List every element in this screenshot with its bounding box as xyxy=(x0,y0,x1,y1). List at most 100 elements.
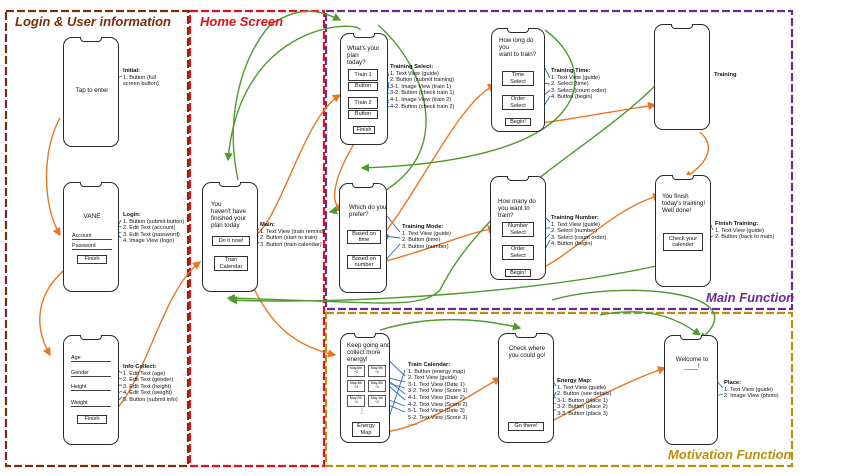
navigation-flows-green xyxy=(224,10,716,341)
annotation-title: Training Select: xyxy=(390,64,434,70)
annotation-title: Training Number: xyxy=(551,215,599,221)
training-select-screen: What's your plan today? Train 1 Button T… xyxy=(340,33,388,145)
do-it-now-button[interactable]: Do it now! xyxy=(212,236,250,246)
energy-map-button[interactable]: Energy Map xyxy=(352,422,380,437)
training-mode-screen: Which do you prefer? Based on time Based… xyxy=(339,183,387,293)
annotation-line: 3-1. Image View (train 1) xyxy=(390,83,452,90)
tap-to-enter-button[interactable]: Tap to enter xyxy=(75,87,109,94)
cell-date: May.6th xyxy=(349,366,363,370)
main-section-frame xyxy=(324,9,794,311)
main-screen: You haven't have finished your plan toda… xyxy=(202,182,258,292)
annotation-line: 1. Text View (guide) xyxy=(551,74,600,81)
place-annotation: Place: 1. Text View (guide) 2. Image Vie… xyxy=(724,380,779,400)
annotation-title: Training Time: xyxy=(551,68,591,74)
training-number-annotation: Training Number: 1. Text View (guide) 2.… xyxy=(551,215,606,248)
training-time-annotation: Training Time: 1. Text View (guide) 2. S… xyxy=(551,68,606,101)
annotation-line: 2. Button (see details) xyxy=(557,391,612,398)
check-calender-button[interactable]: Check your calender xyxy=(663,233,703,251)
annotation-title: Train Calendar: xyxy=(408,362,451,368)
submit-training-button[interactable]: Finish xyxy=(353,126,375,134)
calendar-cell: May.2th+1 xyxy=(347,395,365,407)
finish-guide-text: You finish today's training! Well done! xyxy=(662,193,706,214)
login-section-title: Login & User information xyxy=(15,14,171,29)
initial-screen: Tap to enter xyxy=(63,37,119,147)
go-there-button[interactable]: Go there! xyxy=(508,422,544,431)
number-select[interactable]: Number Select xyxy=(502,222,534,237)
cell-date: May.2th xyxy=(349,396,363,400)
annotation-line: 4. Edit Text (weight) xyxy=(123,390,173,397)
annotation-line: 3. Button (number) xyxy=(402,243,449,250)
annotation-line: screen button) xyxy=(123,81,159,88)
calendar-cell: May.6th+2 xyxy=(347,365,365,377)
info-collect-annotation: Info Collect: 1. Edit Text (age) 2. Edit… xyxy=(123,364,178,404)
based-on-number-button[interactable]: Based on number xyxy=(347,255,381,269)
check-train-2-button[interactable]: Button xyxy=(348,110,378,119)
train-calendar-button[interactable]: Train Calendar xyxy=(214,256,248,271)
training-time-screen: How long do you want to train? Time Sele… xyxy=(491,28,545,132)
annotation-line: 3-2. Button (check train 1) xyxy=(390,90,455,97)
annotation-line: 1. Edit Text (age) xyxy=(123,370,166,377)
train-2-image: Train 2 xyxy=(348,97,378,109)
initial-annotation: Initial: 1. Button (full screen button) xyxy=(123,68,159,88)
annotation-line: 1. Button (energy map) xyxy=(408,368,466,375)
annotation-line: 4. Image View (logo) xyxy=(123,238,175,245)
cell-score: +1 xyxy=(353,400,359,405)
mode-guide-text: Which do you prefer? xyxy=(349,204,387,218)
gender-field[interactable]: Gender xyxy=(71,370,111,377)
begin-button[interactable]: Begin! xyxy=(505,118,531,126)
training-select-annotation: Training Select: 1. Text View (guide) 2.… xyxy=(390,64,454,110)
time-select[interactable]: Time Select xyxy=(502,71,534,86)
order-select[interactable]: Order Select xyxy=(502,95,534,110)
calendar-guide-text: Keep going and collect more energy! xyxy=(347,342,391,363)
annotation-title: Place: xyxy=(724,380,742,386)
weight-field[interactable]: Weight xyxy=(71,400,111,407)
finish-training-annotation: Finish Training: 1. Text View (guide) 2.… xyxy=(715,221,774,241)
motivation-section-title: Motivation Function xyxy=(668,447,792,462)
annotation-line: 2. Edit Text (account) xyxy=(123,225,176,232)
info-finish-button[interactable]: Finish xyxy=(77,415,107,424)
cell-date: May.1th xyxy=(370,396,384,400)
annotation-line: 1. Text View (guide) xyxy=(724,386,773,393)
begin-button[interactable]: Begin! xyxy=(505,269,531,277)
training-mode-annotation: Training Mode: 1. Text View (guide) 2. B… xyxy=(402,224,451,250)
login-finish-button[interactable]: Finish xyxy=(77,255,107,264)
cell-score: +2 xyxy=(374,370,380,375)
cell-date: May.4th xyxy=(349,381,363,385)
annotation-title: Finish Training: xyxy=(715,221,759,227)
based-on-time-button[interactable]: Based on time xyxy=(347,230,381,244)
age-field[interactable]: Age xyxy=(71,355,111,362)
annotation-line: 5-1. Text View (Date 3) xyxy=(408,408,465,415)
annotation-line: 3-3. Button (place 3) xyxy=(557,410,608,417)
annotation-line: 3. Select (count order) xyxy=(551,234,607,241)
account-field[interactable]: Account xyxy=(72,233,112,240)
annotation-line: 4. Button (begin) xyxy=(551,94,593,101)
annotation-line: 3-2. Text View (Score 1) xyxy=(408,388,468,395)
annotation-title: Training Mode: xyxy=(402,224,444,230)
login-section-frame xyxy=(4,9,190,468)
number-guide-text: How many do you want to train? xyxy=(498,198,536,219)
train-remind-text: You haven't have finished your plan toda… xyxy=(211,201,247,229)
cell-score: +2 xyxy=(353,370,359,375)
cell-date: May.3th xyxy=(370,381,384,385)
annotation-line: 2. Text View (guide) xyxy=(408,375,457,382)
training-number-screen: How many do you want to train? Number Se… xyxy=(490,176,546,280)
login-annotation: Login: 1. Button (submit button) 2. Edit… xyxy=(123,212,184,245)
train-calendar-screen: Keep going and collect more energy! May.… xyxy=(340,333,390,443)
annotation-line: ...... xyxy=(408,421,418,428)
annotation-line: 4-1. Text View (Date 2) xyxy=(408,394,465,401)
time-guide-text: How long do you want to train? xyxy=(499,37,537,58)
logo-text: VANE xyxy=(83,213,101,220)
annotation-line: 2. Image View (photo) xyxy=(724,393,779,400)
annotation-line: 1. Text View (train remind) xyxy=(260,228,325,235)
height-field[interactable]: Height xyxy=(71,384,111,391)
map-guide-text: Check where you could go! xyxy=(508,345,546,359)
calendar-cell: May.1th+2 xyxy=(368,395,386,407)
annotation-line: 4-2. Text View (Score 2) xyxy=(408,401,468,408)
password-field[interactable]: Password xyxy=(72,243,112,250)
check-train-1-button[interactable]: Button xyxy=(348,82,378,91)
training-annotation: Training xyxy=(714,72,737,79)
training-screen xyxy=(654,24,710,130)
annotation-line: 3. Edit Text (height) xyxy=(123,383,172,390)
order-select[interactable]: Order Select xyxy=(502,245,534,260)
annotation-title: Main: xyxy=(260,222,276,228)
